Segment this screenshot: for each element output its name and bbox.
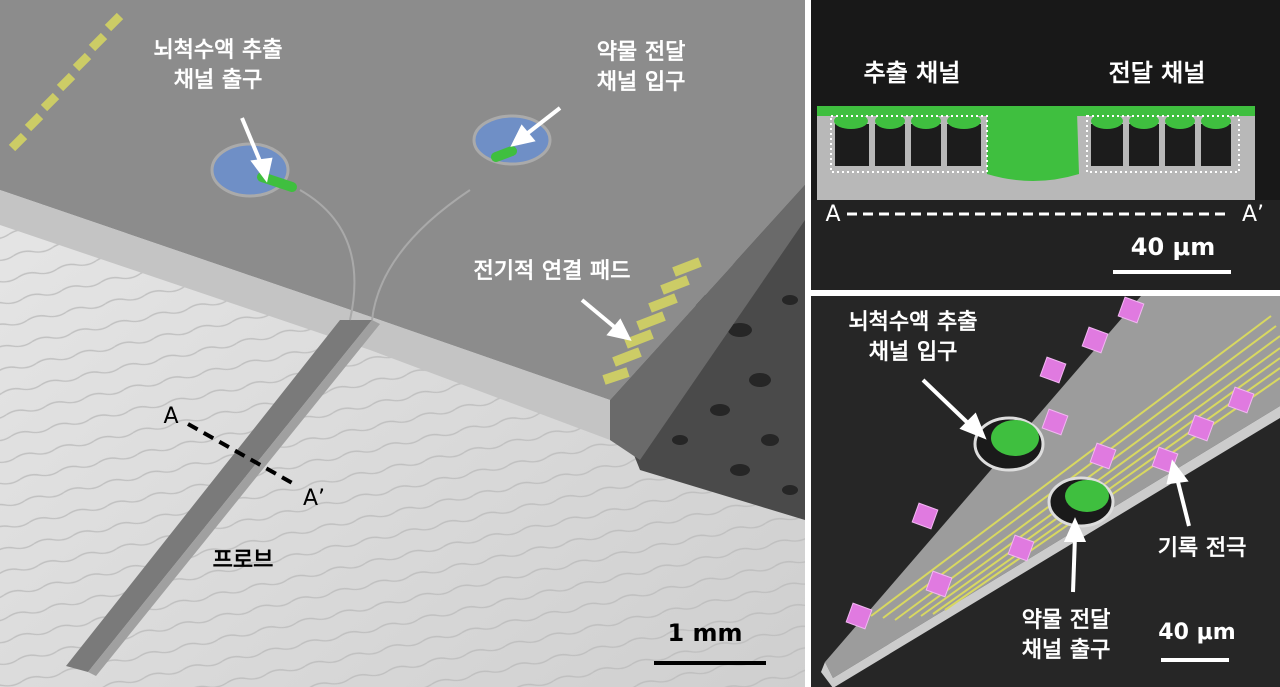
- pad-label: 전기적 연결 패드: [473, 259, 631, 284]
- cross-a-prime-label: A’: [1241, 202, 1265, 227]
- scale-label-cross: 40 μm: [1130, 233, 1216, 261]
- central-channel: [987, 112, 1079, 181]
- section-a-label: A: [163, 404, 179, 429]
- probe-label: 프로브: [212, 548, 274, 573]
- arrows-tip: [921, 378, 1191, 593]
- sem-cross-section-panel: 추출 채널 전달 채널 A A’ 40 μm: [811, 0, 1280, 290]
- drug-inlet-hole: [472, 114, 552, 166]
- delivery-channels: [1091, 124, 1231, 166]
- pad-stripes-right: [602, 257, 702, 385]
- extract-channel-label: 추출 채널: [863, 59, 961, 87]
- csf-outlet-hole: [210, 142, 290, 198]
- arrows-main: [240, 106, 632, 341]
- pad-stripes-top: [8, 12, 124, 152]
- recording-electrodes: [845, 296, 1255, 630]
- extract-channels: [835, 124, 981, 166]
- main-sem-image: [0, 0, 805, 687]
- scale-label-main: 1 mm: [667, 619, 743, 647]
- section-a-prime-label: A’: [302, 486, 326, 511]
- scale-label-tip: 40 μm: [1158, 620, 1236, 645]
- cross-a-label: A: [825, 202, 841, 227]
- delivery-channel-label: 전달 채널: [1108, 59, 1206, 87]
- tip-electrode-label: 기록 전극: [1157, 536, 1247, 561]
- cross-section-image: [811, 0, 1280, 290]
- section-line: [187, 422, 295, 486]
- probe-tip-image: [811, 296, 1280, 687]
